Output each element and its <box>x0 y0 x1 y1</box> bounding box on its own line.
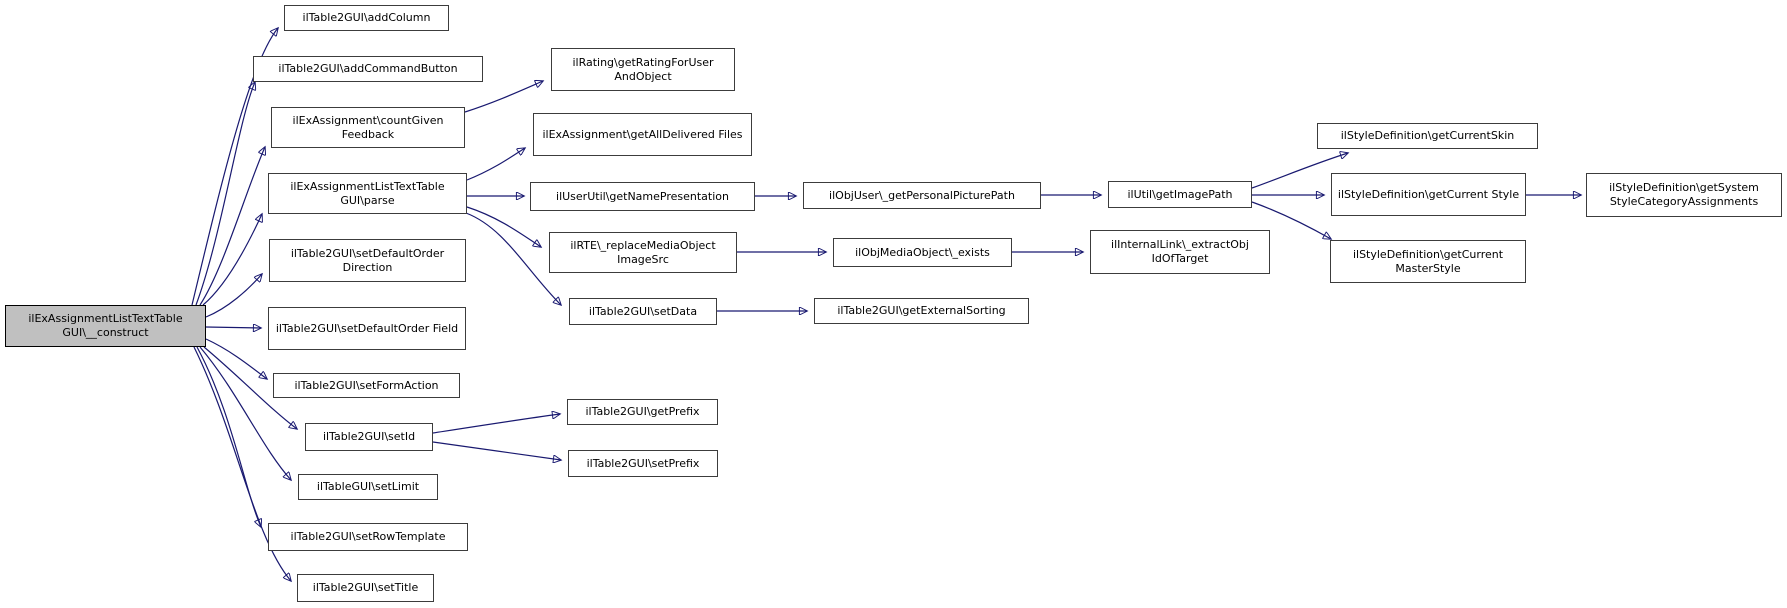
edge-parse-setData <box>465 212 561 305</box>
node-ilUserUtil-getNamePresentation[interactable]: ilUserUtil\getNamePresentation <box>530 182 755 211</box>
node-ilRating-getRatingForUserAndObject[interactable]: ilRating\getRatingForUser AndObject <box>551 48 735 91</box>
node-ilTable2GUI-setId[interactable]: ilTable2GUI\setId <box>305 423 433 451</box>
edge-construct-setTitle <box>193 346 291 581</box>
node-ilInternalLink-extractObjIdOfTarget[interactable]: ilInternalLink\_extractObj IdOfTarget <box>1090 230 1270 274</box>
node-ilTable2GUI-setRowTemplate[interactable]: ilTable2GUI\setRowTemplate <box>268 523 468 551</box>
node-ilTable2GUI-getExternalSorting[interactable]: ilTable2GUI\getExternalSorting <box>814 298 1029 324</box>
node-ilStyleDefinition-getSystemStyleCategoryAssignments[interactable]: ilStyleDefinition\getSystem StyleCategor… <box>1586 173 1782 217</box>
node-ilObjUser-getPersonalPicturePath[interactable]: ilObjUser\_getPersonalPicturePath <box>803 182 1041 209</box>
edge-construct-setDefaultOrderField <box>205 327 261 328</box>
edge-construct-setLimit <box>199 346 291 480</box>
node-ilTable2GUI-getPrefix[interactable]: ilTable2GUI\getPrefix <box>567 399 718 425</box>
node-ilExAssignment-getAllDeliveredFiles[interactable]: ilExAssignment\getAllDelivered Files <box>533 113 752 156</box>
edge-construct-parse <box>202 214 262 306</box>
node-ilStyleDefinition-getCurrentMasterStyle[interactable]: ilStyleDefinition\getCurrent MasterStyle <box>1330 240 1526 283</box>
edge-construct-addColumn <box>191 28 278 306</box>
node-ilTable2GUI-setDefaultOrderField[interactable]: ilTable2GUI\setDefaultOrder Field <box>268 307 466 350</box>
edge-construct-countGivenFeedback <box>199 147 265 306</box>
edge-getImagePath-getCurrentSkin <box>1251 153 1348 189</box>
node-ilExAssignmentListTextTableGUI-construct: ilExAssignmentListTextTable GUI\__constr… <box>5 305 206 347</box>
node-ilExAssignment-countGivenFeedback[interactable]: ilExAssignment\countGiven Feedback <box>271 107 465 148</box>
node-ilObjMediaObject-exists[interactable]: ilObjMediaObject\_exists <box>833 238 1012 267</box>
node-ilExAssignmentListTextTableGUI-parse[interactable]: ilExAssignmentListTextTable GUI\parse <box>268 173 467 214</box>
node-ilTable2GUI-addCommandButton[interactable]: ilTable2GUI\addCommandButton <box>253 56 483 82</box>
edge-setId-setPrefix <box>432 441 561 460</box>
node-ilTable2GUI-setData[interactable]: ilTable2GUI\setData <box>569 298 717 325</box>
node-ilTableGUI-setLimit[interactable]: ilTableGUI\setLimit <box>298 474 438 500</box>
node-ilTable2GUI-setFormAction[interactable]: ilTable2GUI\setFormAction <box>273 373 460 398</box>
edge-construct-setId <box>203 346 297 429</box>
node-ilTable2GUI-setPrefix[interactable]: ilTable2GUI\setPrefix <box>568 450 718 477</box>
node-ilRTE-replaceMediaObjectImageSrc[interactable]: ilRTE\_replaceMediaObject ImageSrc <box>549 232 737 273</box>
node-ilStyleDefinition-getCurrentSkin[interactable]: ilStyleDefinition\getCurrentSkin <box>1317 123 1538 149</box>
node-ilStyleDefinition-getCurrentStyle[interactable]: ilStyleDefinition\getCurrent Style <box>1331 173 1526 216</box>
edge-countGivenFeedback-getRatingForUserAndObject <box>464 81 543 113</box>
edge-parse-replaceMediaObjectImageSrc <box>466 206 541 247</box>
edge-construct-addCommandButton <box>195 82 255 306</box>
node-ilUtil-getImagePath[interactable]: ilUtil\getImagePath <box>1108 181 1252 208</box>
node-ilTable2GUI-setTitle[interactable]: ilTable2GUI\setTitle <box>297 574 434 602</box>
node-ilTable2GUI-addColumn[interactable]: ilTable2GUI\addColumn <box>284 5 449 31</box>
edge-parse-getAllDeliveredFiles <box>466 148 525 181</box>
edge-setId-getPrefix <box>432 414 560 434</box>
edge-construct-setFormAction <box>205 338 267 379</box>
node-ilTable2GUI-setDefaultOrderDirection[interactable]: ilTable2GUI\setDefaultOrder Direction <box>269 239 466 282</box>
edge-construct-setDefaultOrderDirection <box>205 274 262 318</box>
edge-getImagePath-getCurrentMasterStyle <box>1251 201 1331 239</box>
